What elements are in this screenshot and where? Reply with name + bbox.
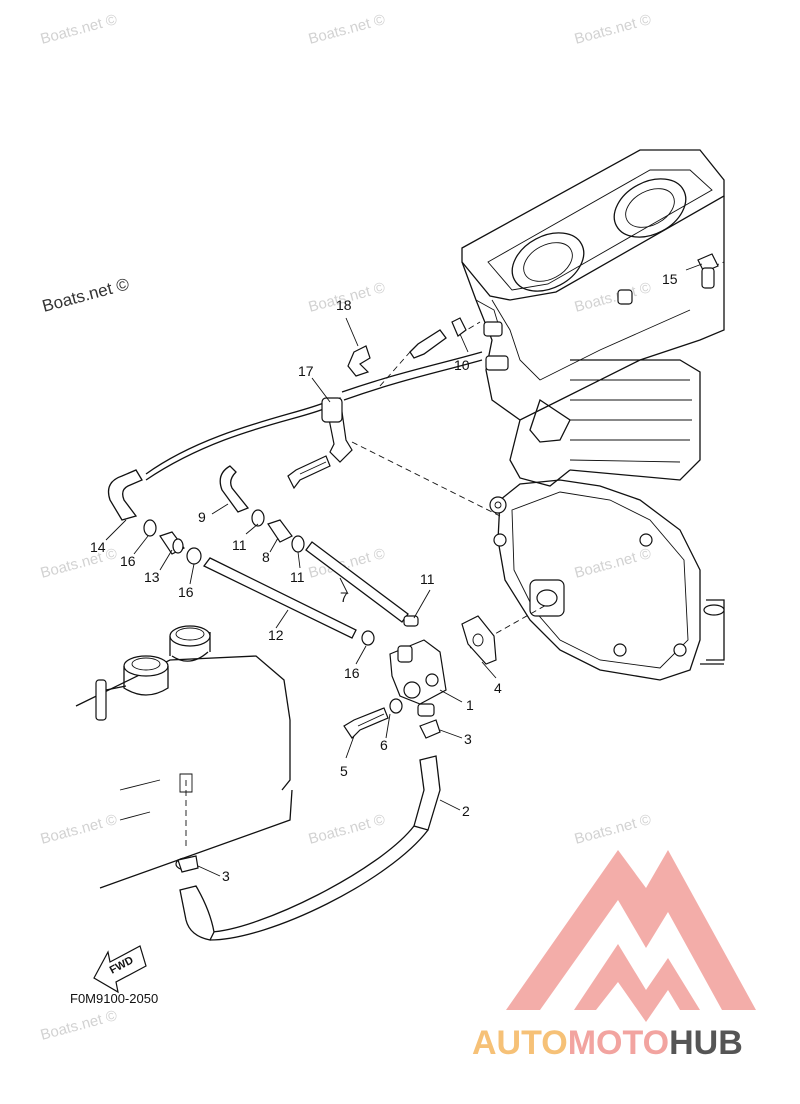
callout-label: 10 [454,357,470,373]
callout-labels: 1 2 3 3 4 5 6 7 8 9 10 11 11 11 12 13 14… [90,271,678,884]
callout-label: 5 [340,763,348,779]
callout-label: 11 [232,537,247,553]
callout-label: 9 [198,509,206,525]
callout-label: 15 [662,271,678,287]
callout-label: 6 [380,737,388,753]
callout-label: 18 [336,297,352,313]
fuel-tank [75,625,293,889]
watermark: Boats.net © [573,279,653,316]
callout-label: 16 [178,584,194,600]
callout-label: 14 [90,539,106,555]
automotohub-logo: AUTOMOTOHUB [472,850,756,1062]
callout-label: 7 [340,589,348,605]
watermark: Boats.net © [573,811,653,848]
logo-text-hub: HUB [669,1024,743,1062]
watermark-prominent: Boats.net © [40,274,131,316]
watermark: Boats.net © [39,1007,119,1044]
watermark: Boats.net © [307,811,387,848]
logo-text-auto: AUTO [472,1024,568,1062]
callout-label: 2 [462,803,470,819]
callout-label: 8 [262,549,270,565]
callout-label: 16 [120,553,136,569]
callout-label: 17 [298,363,314,379]
callout-label: 3 [222,868,230,884]
logo-triangle [506,850,756,1010]
callout-label: 11 [290,569,305,585]
watermark: Boats.net © [39,811,119,848]
callout-label: 3 [464,731,472,747]
callout-label: 12 [268,627,284,643]
logo-text-moto: MOTO [568,1024,669,1062]
watermark: Boats.net © [39,11,119,48]
callout-label: 11 [420,571,435,587]
fuel-lines [107,261,725,941]
watermark-layer: Boats.net © Boats.net © Boats.net © Boat… [39,11,653,1044]
callout-label: 16 [344,665,360,681]
callout-label: 13 [144,569,160,585]
small-parts [143,253,719,873]
watermark: Boats.net © [39,545,119,582]
leader-lines [105,263,703,877]
logo-inner-mark [574,944,700,1022]
callout-label: 1 [466,697,474,713]
svg-text:AUTOMOTOHUB: AUTOMOTOHUB [472,1024,743,1062]
watermark: Boats.net © [573,11,653,48]
watermark: Boats.net © [573,545,653,582]
engine-block [461,149,725,681]
drawing-code: F0M9100-2050 [70,991,158,1006]
callout-label: 4 [494,680,502,696]
watermark: Boats.net © [307,11,387,48]
forward-direction-arrow: FWD [93,945,147,994]
